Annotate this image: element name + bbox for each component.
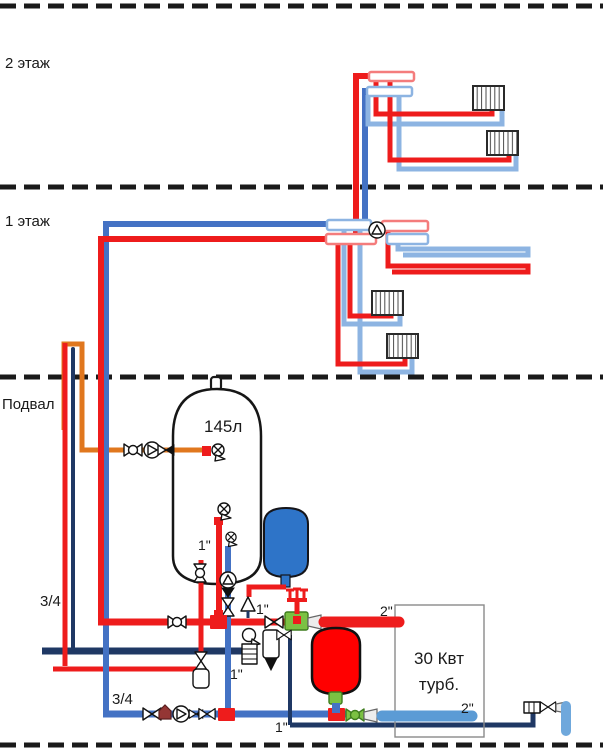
pump-icon — [368, 221, 386, 239]
check-valve-icon — [221, 587, 235, 598]
radiator — [486, 130, 519, 156]
filter-funnel — [264, 657, 278, 672]
boiler-group — [394, 604, 485, 738]
tee-fitting — [218, 708, 235, 721]
floor2-supply-riser — [353, 73, 372, 243]
reducer-icon — [363, 708, 378, 723]
expansion-connect-pipe — [246, 584, 286, 597]
radiator — [472, 85, 505, 111]
floor2-radiator1-return — [365, 95, 505, 127]
reducer-icon — [307, 614, 322, 630]
pipe-size-label: 3/4 — [112, 691, 133, 708]
floor2-radiator2-return — [396, 95, 519, 172]
ball-valve-icon — [264, 615, 284, 629]
dhw-riser-group — [42, 341, 246, 672]
floor2-circuits — [365, 70, 519, 172]
floor1-radiatorA-return — [341, 228, 403, 327]
tank-bottom-connections — [193, 502, 238, 712]
floor1-supply-manifold-right — [380, 219, 430, 233]
floor1-return-manifold-left — [325, 218, 373, 232]
tank-volume-label: 145л — [204, 417, 242, 436]
safety-valve-icon — [240, 596, 256, 612]
tank-connection — [202, 446, 211, 456]
ball-valve-icon — [539, 701, 557, 713]
safety-group-icon — [286, 587, 308, 614]
floor2-supply-manifold — [367, 70, 416, 83]
air-vent-icon — [241, 627, 257, 643]
floor2-return-manifold — [365, 85, 414, 98]
ball-valve-icon — [276, 629, 292, 641]
pipe-size-label: 1" — [256, 601, 269, 617]
expansion-tank-red — [310, 626, 362, 696]
drain-canister — [192, 668, 210, 689]
check-valve-icon — [157, 444, 175, 456]
floor2-label: 2 этаж — [5, 55, 50, 72]
floor1-loop-blue — [395, 242, 531, 258]
pump-icon — [219, 571, 237, 589]
basement-label: Подвал — [2, 396, 54, 413]
union-fitting — [523, 701, 541, 714]
green-valve-icon — [345, 708, 365, 722]
pump-icon — [172, 705, 190, 723]
filter-icon — [158, 704, 172, 720]
floor1-circuits — [324, 218, 531, 375]
supply-main-components — [167, 587, 322, 631]
dhw-recirc-line — [120, 441, 226, 462]
floor1-radiatorB-return — [357, 228, 415, 375]
return-riser-pipe — [103, 221, 330, 711]
pipe-size-label: 2" — [380, 603, 393, 619]
boiler-power-label: 30 Квт — [414, 649, 464, 668]
floor-lines — [0, 3, 603, 748]
pipe-size-label: 2" — [461, 700, 474, 716]
boiler-outline — [394, 604, 485, 738]
expansion-tank-blue — [263, 506, 309, 579]
ball-valve-icon — [194, 651, 208, 671]
ball-valve-icon — [142, 707, 162, 721]
ball-valve-icon — [198, 707, 216, 721]
tank-valve-fitting — [328, 691, 343, 705]
drain-group — [192, 651, 210, 689]
pipe-size-label: 1" — [230, 666, 243, 682]
boiler-type-label: турб. — [419, 675, 459, 694]
ball-valve-icon — [123, 443, 143, 457]
fitting-core — [293, 616, 301, 624]
floor1-supply-manifold-left — [324, 232, 378, 246]
radiator — [386, 333, 419, 359]
expansion-tank-blue-group — [240, 506, 309, 618]
expansion-tank-red-group — [310, 626, 362, 713]
vent-exchanger-group — [241, 627, 261, 665]
floor1-loop-red — [385, 229, 531, 275]
floor1-label: 1 этаж — [5, 213, 50, 230]
tank-stub — [332, 703, 340, 713]
tee-fitting — [214, 610, 223, 616]
floor1-return-manifold-right — [385, 232, 430, 246]
pipe-size-label: 1" — [198, 537, 211, 553]
tank-connection — [214, 517, 223, 525]
ball-valve-icon — [193, 563, 207, 583]
radiator — [371, 290, 404, 316]
ball-valve-icon — [167, 615, 187, 629]
supply-riser-pipe — [98, 236, 330, 620]
pipe-size-label: 1" — [275, 719, 288, 735]
cold-water-group — [262, 629, 571, 736]
ball-valve-icon — [221, 597, 235, 617]
pipe-size-label: 3/4 — [40, 593, 61, 610]
tee-fitting — [210, 615, 227, 629]
return-main-components — [142, 704, 478, 723]
text-labels: 2 этаж 1 этаж Подвал 145л 3/4 3/4 1" 1" … — [2, 55, 474, 735]
